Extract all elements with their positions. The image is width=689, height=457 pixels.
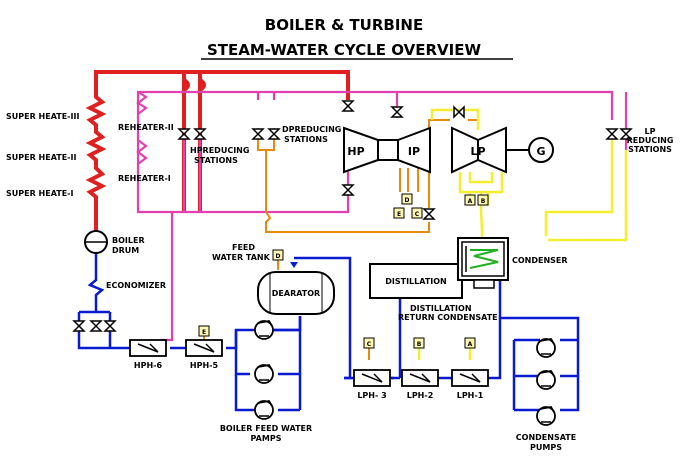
boiler-drum [84,230,108,254]
hp-reducing-valve-2 [194,128,206,140]
condenser-coil [469,249,499,269]
lp-label: LP [470,145,485,158]
label-bfw-pumps-1: BOILER FEED WATER [220,424,312,433]
dearator-tank [257,271,335,315]
feed-arrow-icon [290,262,298,268]
svg-text:D: D [405,197,410,204]
bfw-pump-1 [254,320,274,340]
label-lph1: LPH-1 [457,391,484,400]
dp-reducing-valve-2 [268,128,280,140]
condensate-pump-1 [536,338,556,358]
svg-text:A: A [468,341,473,348]
hph6-heater [129,339,167,357]
label-economizer: ECONOMIZER [106,281,166,290]
label-condenser: CONDENSER [512,256,568,265]
label-lp-reducing-3: STATIONS [628,145,672,154]
reheat-valve [391,106,403,118]
label-condensate-pumps-1: CONDENSATE [516,433,576,442]
tag-c-lph3: C [363,337,375,349]
label-feed-water-tank-1: FEED [232,243,255,252]
label-boiler-drum-1: BOILER [112,236,145,245]
svg-text:B: B [417,341,422,348]
label-lp-reducing-2: REDUCING [627,136,674,145]
label-distillation-return-1: DISTILLATION [410,304,472,313]
svg-text:E: E [202,329,206,336]
svg-text:A: A [468,198,473,205]
label-distillation-return-2: RETURN CONDENSATE [398,313,498,322]
hp-ip-coupling [377,139,399,161]
svg-text:C: C [367,341,372,348]
hp-label: HP [347,145,364,158]
label-rh2: REHEATER-II [118,123,174,132]
lph3-heater [353,369,391,387]
svg-text:D: D [276,253,281,260]
economizer-valve-3 [104,320,116,332]
tag-e-turbine: E [393,207,405,219]
title-line1: BOILER & TURBINE [265,16,423,34]
tag-e-hph5: E [198,325,210,337]
label-rh1: REHEATER-I [118,174,171,183]
label-lph3: LPH- 3 [357,391,386,400]
label-distillation: DISTILLATION [385,277,447,286]
label-sh3: SUPER HEATE-III [6,112,79,121]
label-dearator: DEARATOR [272,289,320,298]
tag-c-turbine: C [411,207,423,219]
label-sh2: SUPER HEATE-II [6,153,76,162]
tag-b-lph2: B [413,337,425,349]
svg-text:C: C [415,211,420,218]
ip-turbine: IP [397,126,431,174]
label-bfw-pumps-2: PAMPS [251,434,282,443]
label-hph5: HPH-5 [190,361,219,370]
ip-lp-crossover-valve [453,106,465,118]
distillation-unit [369,263,463,299]
economizer-valve-2 [90,320,102,332]
extraction-steam-lines [203,119,479,360]
lp-reducing-valve-1 [606,128,618,140]
tag-a-lph1: A [464,337,476,349]
label-lph2: LPH-2 [407,391,434,400]
ip-label: IP [408,145,420,158]
label-hp-reducing-1: HPREDUCING [190,146,249,155]
generator: G [528,137,554,163]
tag-a-turbine: A [464,194,476,206]
title-line2: STEAM-WATER CYCLE OVERVIEW [207,41,481,59]
label-feed-water-tank-2: WATER TANK [212,253,271,262]
label-boiler-drum-2: DRUM [112,246,139,255]
reheat-steam-lines [136,90,628,342]
bfw-pump-2 [254,364,274,384]
label-hp-reducing-2: STATIONS [194,156,238,165]
lph2-heater [401,369,439,387]
condenser [457,237,509,289]
hph5-heater [185,339,223,357]
extraction-valve [423,208,435,220]
lph1-heater [451,369,489,387]
hp-turbine: HP [343,126,379,174]
label-dp-reducing-1: DPREDUCING [282,125,341,134]
hp-reducing-valve-1 [178,128,190,140]
tag-d-turbine: D [401,193,413,205]
condensate-pump-2 [536,370,556,390]
label-sh1: SUPER HEATE-I [6,189,74,198]
main-steam-valve-top [342,100,354,112]
generator-label: G [536,145,545,158]
tag-d-dearator: D [272,249,284,261]
svg-text:B: B [481,198,486,205]
label-hph6: HPH-6 [134,361,163,370]
tag-b-turbine: B [477,194,489,206]
condensate-pump-3 [536,406,556,426]
dp-reducing-valve-1 [252,128,264,140]
economizer-valve-1 [73,320,85,332]
main-steam-valve-bottom [342,184,354,196]
bfw-pump-3 [254,400,274,420]
label-condensate-pumps-2: PUMPS [530,443,562,452]
label-dp-reducing-2: STATIONS [284,135,328,144]
label-lp-reducing-1: LP [645,127,656,136]
lp-steam-lines [417,108,628,360]
svg-text:E: E [397,211,401,218]
lp-turbine: LP [451,126,507,174]
